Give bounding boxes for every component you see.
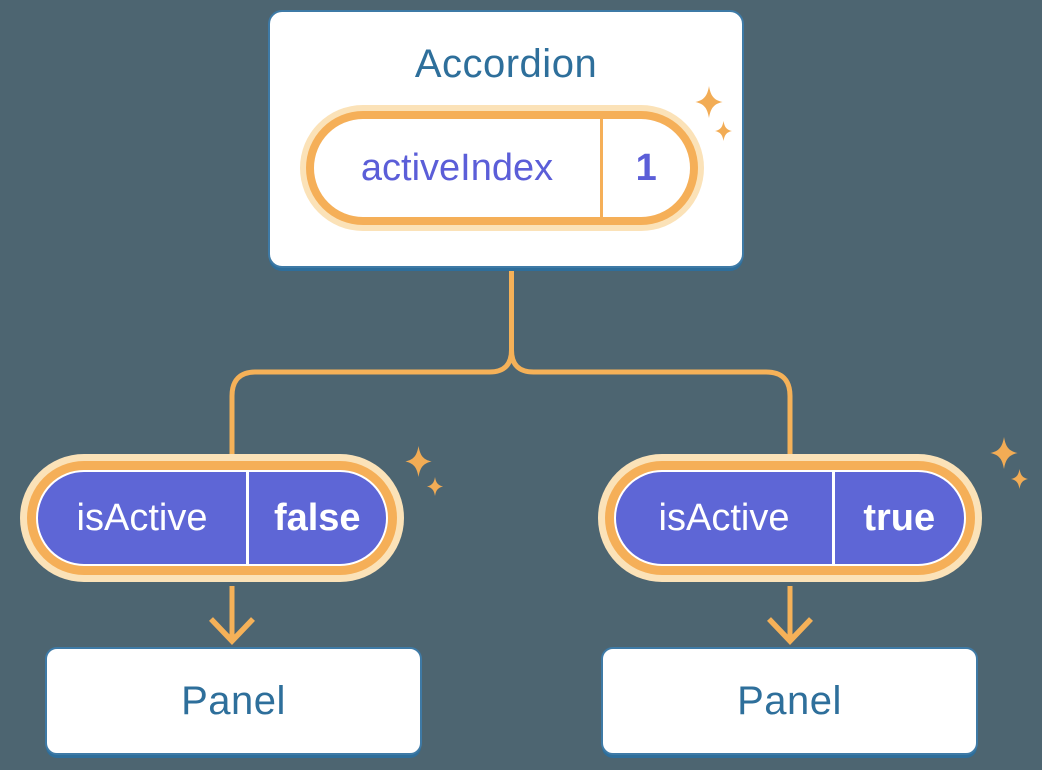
prop-pill-label: isActive <box>658 496 790 539</box>
sparkle-icon <box>990 437 1018 469</box>
sparkle-icon <box>405 446 432 477</box>
sparkle-icon <box>715 121 732 141</box>
panel-title: Panel <box>181 678 286 723</box>
state-pill-label: activeIndex <box>360 146 554 189</box>
sparkle-icon <box>426 477 444 496</box>
prop-pill-label: isActive <box>76 496 208 539</box>
branch-line-right <box>509 269 793 458</box>
panel-card-right: Panel <box>601 647 978 755</box>
panel-title: Panel <box>737 678 842 723</box>
state-pill-active-index: activeIndex 1 <box>314 119 690 217</box>
branch-line-left <box>229 269 514 458</box>
pill-divider <box>832 472 835 564</box>
prop-pill-left: isActive false <box>36 470 388 566</box>
panel-card-left: Panel <box>45 647 422 755</box>
prop-pill-value: false <box>273 496 361 539</box>
accordion-title: Accordion <box>414 42 598 86</box>
sparkle-icon <box>695 86 723 118</box>
pill-divider <box>600 119 603 217</box>
arrow-down-icon <box>767 586 813 645</box>
prop-pill-value: true <box>863 496 936 539</box>
arrow-down-icon <box>209 586 255 645</box>
state-pill-value: 1 <box>635 146 657 189</box>
pill-divider <box>246 472 249 564</box>
sparkle-icon <box>1011 469 1028 489</box>
prop-pill-right: isActive true <box>614 470 966 566</box>
